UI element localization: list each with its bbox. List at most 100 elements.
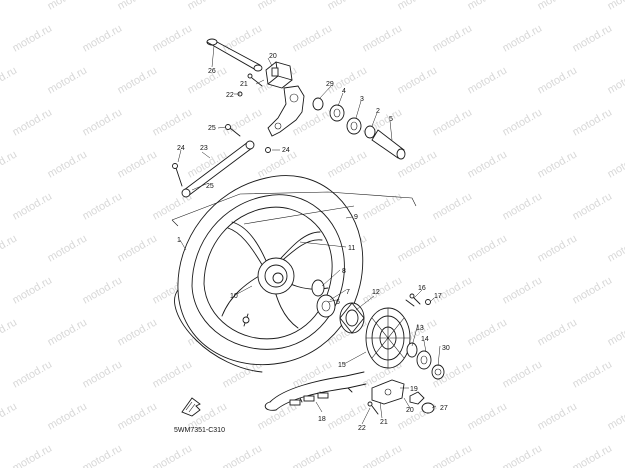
diagram-code: 5WM7351-C310 [174,427,225,434]
watermark-text: motod.ru [501,106,545,138]
watermark-text: motod.ru [46,64,90,96]
watermark-text: motod.ru [431,274,475,306]
watermark-text: motod.ru [396,232,440,264]
callout-15: 15 [338,362,346,369]
watermark-text: motod.ru [116,0,160,13]
watermark-text: motod.ru [46,148,90,180]
callout-22-upper: 22 [226,92,234,99]
watermark-text: motod.ru [571,442,615,468]
callout-3: 3 [360,96,364,103]
watermark-text: motod.ru [0,232,19,264]
watermark-text: motod.ru [256,0,300,13]
callout-11: 11 [348,245,355,252]
callout-14: 14 [421,336,429,343]
callout-1: 1 [177,237,181,244]
leader-lines [177,45,441,425]
watermark-text: motod.ru [46,232,90,264]
watermark-text: motod.ru [466,0,510,13]
torque-rod [181,140,255,198]
callout-27: 27 [440,405,448,412]
watermark-text: motod.ru [116,400,160,432]
watermark-text: motod.ru [466,316,510,348]
watermark-text: motod.ru [466,64,510,96]
watermark-text: motod.ru [221,442,265,468]
watermark-text: motod.ru [81,190,125,222]
callout-12: 12 [372,289,380,296]
callout-8: 8 [342,268,346,275]
callout-5: 5 [389,116,393,123]
upper-spacer-stack [312,97,406,160]
callout-26: 26 [208,68,216,75]
watermark-text: motod.ru [606,400,625,432]
watermark-text: motod.ru [431,106,475,138]
callout-20-lower: 20 [406,407,414,414]
watermark-text: motod.ru [536,232,580,264]
watermark-text: motod.ru [116,64,160,96]
callout-21-upper: 21 [240,81,248,88]
watermark-text: motod.ru [291,358,335,390]
watermark-text: motod.ru [11,274,55,306]
watermark-text: motod.ru [501,358,545,390]
watermark-text: motod.ru [0,148,19,180]
watermark-text: motod.ru [81,274,125,306]
watermark-text: motod.ru [431,22,475,54]
watermark-text: motod.ru [151,22,195,54]
callout-labels: 26 20 21 22 29 4 3 2 5 25 24 23 24 25 9 … [177,53,450,432]
watermark-text: motod.ru [0,0,19,13]
watermark-text: motod.ru [431,190,475,222]
watermark-text: motod.ru [11,22,55,54]
watermark-text: motod.ru [186,0,230,13]
callout-21-lower: 21 [380,419,388,426]
assembly-outline [171,191,417,227]
callout-25-upper: 25 [208,125,216,132]
watermark-text: motod.ru [466,400,510,432]
watermark-text: motod.ru [116,148,160,180]
callout-9: 9 [354,214,358,221]
sprocket-carrier [339,302,365,334]
chain-puller-block [265,61,293,89]
watermark-text: motod.ru [606,316,625,348]
callout-10: 10 [230,293,238,300]
callout-19: 19 [410,386,418,393]
rear-wheel [174,175,364,373]
watermark-text: motod.ru [81,442,125,468]
watermark-text: motod.ru [396,64,440,96]
watermark-text: motod.ru [116,232,160,264]
callout-13: 13 [416,325,424,332]
watermark-text: motod.ru [361,190,405,222]
watermark-text: motod.ru [536,400,580,432]
callout-29: 29 [326,81,334,88]
watermark-text: motod.ru [151,358,195,390]
watermark-text: motod.ru [326,148,370,180]
watermark-text: motod.ru [116,316,160,348]
watermark-text: motod.ru [221,22,265,54]
watermark-text: motod.ru [571,274,615,306]
watermark-text: motod.ru [151,442,195,468]
watermark-text: motod.ru [81,358,125,390]
callout-2: 2 [376,108,380,115]
lower-puller-parts [367,379,435,415]
watermark-text: motod.ru [221,106,265,138]
callout-20: 20 [269,53,277,60]
callout-16: 16 [418,285,426,292]
watermark-text: motod.ru [11,190,55,222]
watermark-text: motod.ru [431,442,475,468]
callout-7: 7 [346,289,350,296]
watermark-text: motod.ru [536,316,580,348]
watermark-text: motod.ru [11,358,55,390]
callout-4: 4 [342,88,346,95]
watermark-text: motod.ru [536,64,580,96]
drive-chain [264,371,367,411]
watermark-text: motod.ru [571,358,615,390]
watermark-text: motod.ru [536,148,580,180]
wheel-hub-parts [311,279,336,318]
watermark-text: motod.ru [0,64,19,96]
watermark-text: motod.ru [46,400,90,432]
watermark-text: motod.ru [0,400,19,432]
watermark-text: motod.ru [361,22,405,54]
watermark-text: motod.ru [501,274,545,306]
watermark-text: motod.ru [466,148,510,180]
axle-part [206,38,263,72]
callout-6: 6 [336,299,340,306]
